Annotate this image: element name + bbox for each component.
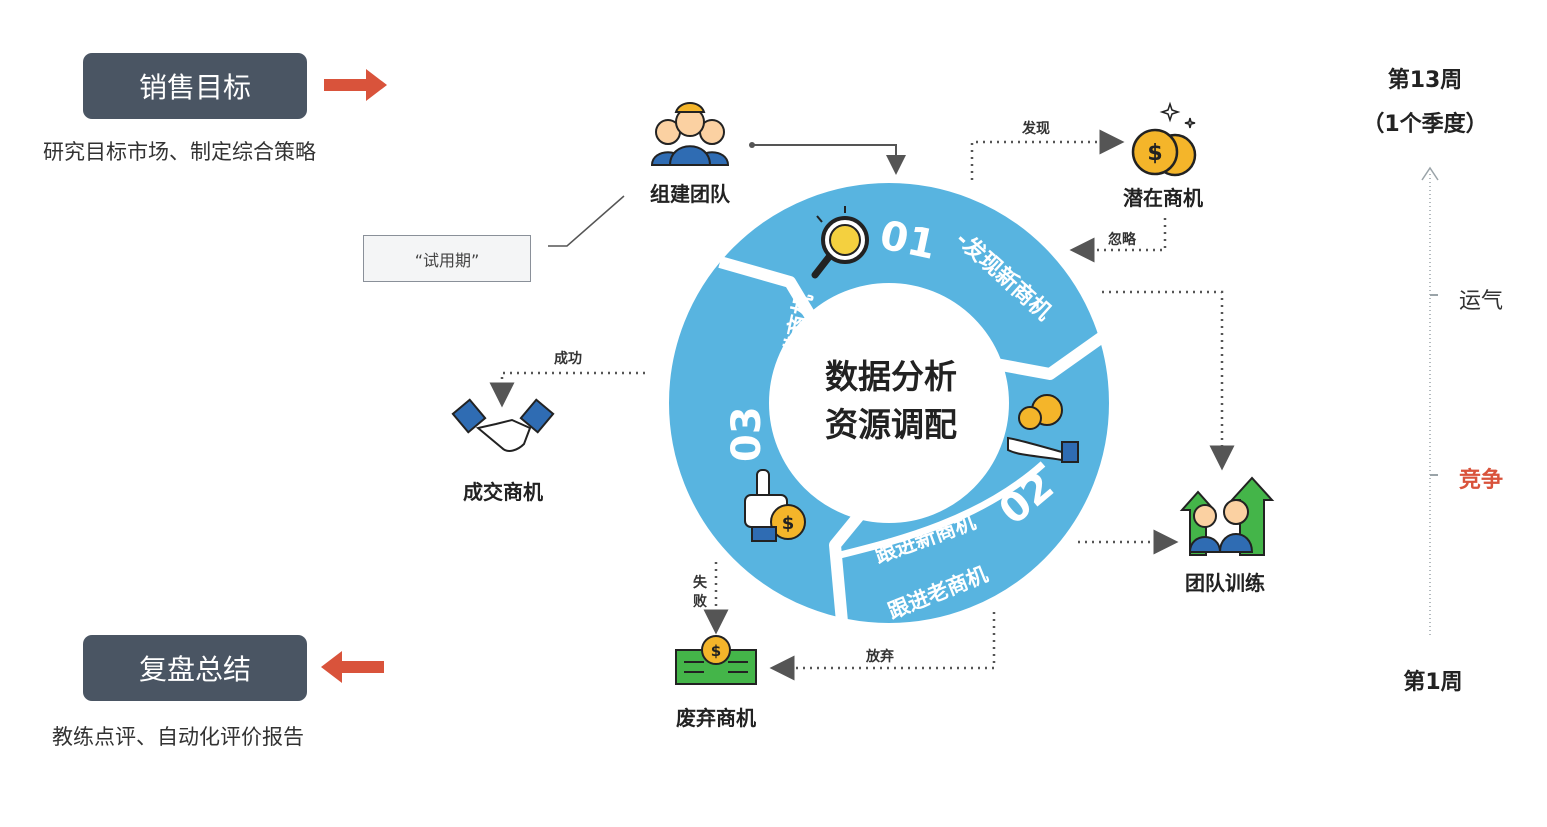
sales-goal-pill: 销售目标 xyxy=(83,53,307,119)
timeline-competition: 竞争 xyxy=(1459,468,1504,493)
timeline-luck: 运气 xyxy=(1459,289,1504,314)
svg-text:$: $ xyxy=(1147,141,1162,166)
center-circle xyxy=(795,309,983,497)
timeline-bottom-week: 第1周 xyxy=(1403,670,1463,695)
separator-2 xyxy=(983,325,1116,380)
hand-coin-icon xyxy=(1007,394,1079,463)
edge-fail-bottom: 败 xyxy=(693,594,707,610)
pointing-hand-coin-icon: $ xyxy=(744,469,806,542)
left-red-arrow-icon xyxy=(321,651,384,683)
sales-goal-label: 销售目标 xyxy=(138,71,251,104)
team-to-ring-connector xyxy=(752,144,906,175)
separator-3 xyxy=(829,491,881,623)
abandoned-money-icon: $ xyxy=(675,635,757,685)
edge-give-up: 放弃 xyxy=(866,649,894,665)
trial-period-text: “试用期” xyxy=(414,250,480,270)
team-training-icon xyxy=(1179,476,1275,556)
give-up-connector xyxy=(769,612,996,681)
potential-label: 潜在商机 xyxy=(1123,186,1203,210)
right-red-arrow-icon xyxy=(324,69,387,101)
team-build-label: 组建团队 xyxy=(650,182,730,206)
trial-period-box: “试用期” xyxy=(363,235,531,282)
edge-ignore: 忽略 xyxy=(1108,232,1136,248)
edge-fail-top: 失 xyxy=(693,575,707,591)
svg-text:$: $ xyxy=(782,513,795,534)
review-label: 复盘总结 xyxy=(138,653,251,686)
trial-connector xyxy=(548,195,625,247)
potential-coins-icon: $ xyxy=(1131,101,1197,177)
ring-to-training-connector xyxy=(1102,290,1235,471)
abandoned-label: 废弃商机 xyxy=(676,706,756,730)
timeline-top-week: 第13周 xyxy=(1387,68,1463,93)
discover-connector xyxy=(970,129,1125,180)
handshake-icon xyxy=(451,398,555,452)
timeline-top-quarter: （1个季度） xyxy=(1362,112,1488,137)
timeline-arrowhead-icon xyxy=(1421,166,1439,181)
team-build-icon xyxy=(650,102,730,166)
edge-success: 成功 xyxy=(554,351,582,367)
success-connector xyxy=(489,371,645,408)
center-line2: 资源调配 xyxy=(825,405,957,444)
magnifier-icon xyxy=(811,206,869,279)
center-line1: 数据分析 xyxy=(825,357,957,396)
edge-discover: 发现 xyxy=(1022,121,1050,137)
segment03-number: 03 xyxy=(724,406,770,462)
sales-goal-desc: 研究目标市场、制定综合策略 xyxy=(43,140,316,164)
training-label: 团队训练 xyxy=(1185,571,1265,595)
review-desc: 教练点评、自动化评价报告 xyxy=(52,725,304,749)
segment01-number: 01 xyxy=(876,212,940,269)
separator-1 xyxy=(718,256,826,336)
svg-text:$: $ xyxy=(711,642,721,660)
review-pill: 复盘总结 xyxy=(83,635,307,701)
separator-4 xyxy=(839,461,1046,559)
deal-label: 成交商机 xyxy=(463,480,543,504)
